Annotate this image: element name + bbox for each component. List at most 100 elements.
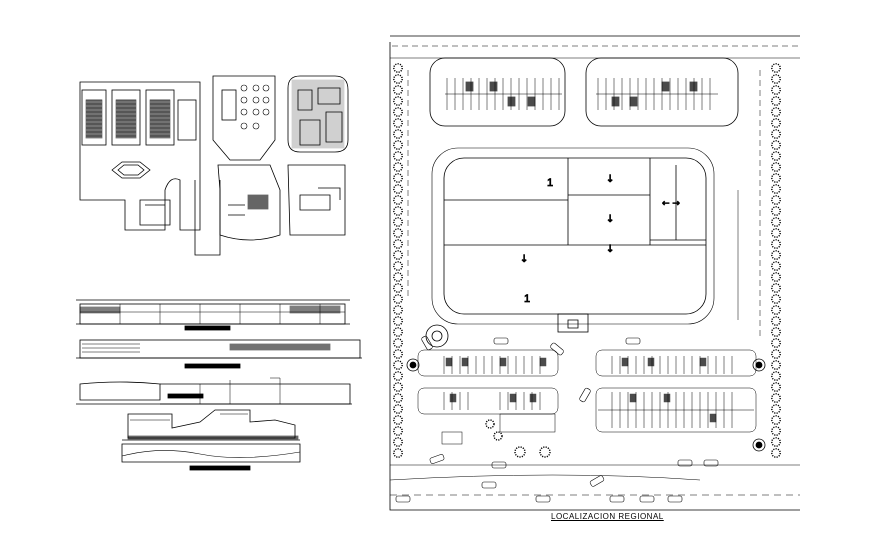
building-label-2: 1	[524, 293, 530, 305]
floor-plans	[79, 75, 349, 256]
tree-symbol	[393, 173, 403, 183]
tree-symbol	[771, 283, 781, 293]
tree-symbol	[393, 437, 403, 447]
tree-symbol	[393, 184, 403, 194]
tree-symbol	[771, 448, 781, 458]
tree-symbol	[393, 250, 403, 260]
section-1	[76, 377, 352, 405]
tree-symbol	[393, 162, 403, 172]
tree-symbol	[393, 272, 403, 282]
tree-symbol	[393, 239, 403, 249]
tree-symbol	[771, 437, 781, 447]
tree-symbol	[393, 316, 403, 326]
tree-symbol	[393, 382, 403, 392]
arrow-label-5: ← →	[662, 199, 680, 209]
tree-symbol	[771, 118, 781, 128]
tree-symbol	[771, 85, 781, 95]
section-3	[121, 443, 301, 471]
tree-symbol	[771, 151, 781, 161]
tree-symbol	[771, 217, 781, 227]
tree-symbol	[393, 415, 403, 425]
elevation-2	[76, 339, 362, 369]
tree-symbol	[771, 360, 781, 370]
tree-symbol	[393, 118, 403, 128]
arrow-label-1: ↓	[606, 174, 614, 185]
tree-row-right	[771, 63, 781, 458]
tree-symbol	[771, 228, 781, 238]
tree-symbol	[393, 63, 403, 73]
tree-symbol	[393, 448, 403, 458]
tree-symbol	[393, 404, 403, 414]
tree-symbol	[771, 404, 781, 414]
tree-symbol	[771, 371, 781, 381]
tree-symbol	[393, 206, 403, 216]
tree-symbol	[771, 96, 781, 106]
tree-symbol	[393, 305, 403, 315]
tree-symbol	[393, 294, 403, 304]
tree-symbol	[771, 107, 781, 117]
tree-symbol	[393, 426, 403, 436]
tree-symbol	[771, 426, 781, 436]
tree-symbol	[771, 129, 781, 139]
tree-symbol	[771, 206, 781, 216]
tree-symbol	[393, 107, 403, 117]
parking-lot-bottom-left	[417, 349, 559, 445]
floor-plan-middle	[212, 75, 281, 241]
tree-symbol	[771, 195, 781, 205]
tree-symbol	[771, 272, 781, 282]
tree-symbol	[393, 195, 403, 205]
tree-symbol	[393, 393, 403, 403]
tree-symbol	[393, 283, 403, 293]
tree-symbol	[771, 327, 781, 337]
site-plan-title: LOCALIZACION REGIONAL	[551, 512, 664, 521]
tree-symbol	[393, 349, 403, 359]
parking-lot-top-left	[429, 57, 566, 127]
tree-symbol	[771, 415, 781, 425]
tree-symbol	[771, 74, 781, 84]
tree-symbol	[393, 74, 403, 84]
tree-symbol	[393, 85, 403, 95]
tree-symbol	[393, 129, 403, 139]
tree-symbol	[393, 261, 403, 271]
tree-symbol	[771, 239, 781, 249]
tree-symbol	[771, 140, 781, 150]
tree-symbol	[771, 162, 781, 172]
main-building	[431, 147, 715, 333]
tree-symbol	[771, 173, 781, 183]
tree-symbol	[771, 338, 781, 348]
tree-symbol	[393, 338, 403, 348]
building-label-1: 1	[547, 177, 553, 189]
tree-symbol	[771, 316, 781, 326]
site-plan: 1 1 ↓ ↓ ↓ ↓ ← →	[389, 35, 800, 511]
tree-symbol	[771, 349, 781, 359]
tree-symbol	[393, 327, 403, 337]
tree-symbol	[771, 393, 781, 403]
tree-symbol	[771, 250, 781, 260]
tree-symbol	[771, 294, 781, 304]
tree-symbol	[393, 228, 403, 238]
tree-symbol	[771, 382, 781, 392]
cars	[395, 335, 719, 503]
tree-symbol	[393, 151, 403, 161]
section-2	[122, 409, 300, 441]
tree-symbol	[393, 371, 403, 381]
parking-lot-bottom-right	[595, 349, 757, 433]
floor-plan-left	[79, 81, 221, 256]
tree-symbol	[771, 305, 781, 315]
tree-symbol	[393, 360, 403, 370]
parking-lot-top-right	[585, 57, 739, 127]
tree-row-left	[393, 63, 403, 458]
arrow-label-4: ↓	[520, 254, 528, 265]
tree-symbol	[393, 217, 403, 227]
tree-symbol	[771, 184, 781, 194]
elevation-1	[76, 299, 350, 331]
tree-symbol	[771, 63, 781, 73]
tree-symbol	[393, 96, 403, 106]
arrow-label-2: ↓	[606, 214, 614, 225]
tree-symbol	[393, 140, 403, 150]
arrow-label-3: ↓	[606, 244, 614, 255]
elevations	[76, 299, 362, 471]
floor-plan-right	[287, 75, 349, 236]
tree-symbol	[771, 261, 781, 271]
